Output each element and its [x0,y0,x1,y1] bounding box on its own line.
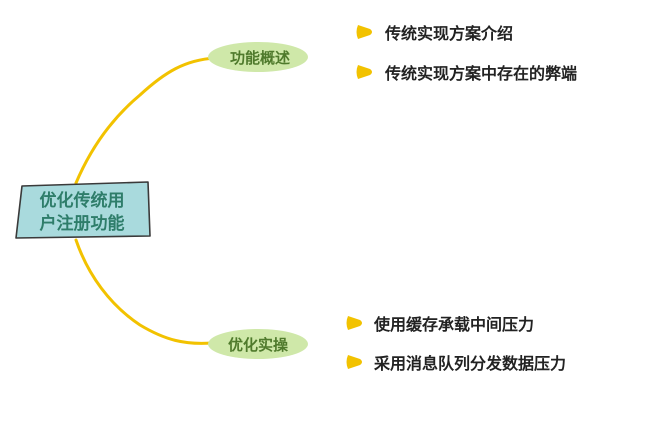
root-node-shape [15,181,151,239]
leaf-item[interactable]: 使用缓存承载中间压力 [346,315,535,334]
leaf-label: 采用消息队列分发数据压力 [373,354,566,373]
connector-root-to-branch-2 [74,238,214,345]
leaf-label: 使用缓存承载中间压力 [373,315,534,334]
leaf-label: 传统实现方案介绍 [384,24,513,43]
branch-node-1[interactable]: 功能概述 [208,42,308,72]
root-label-line1: 优化传统用 [40,190,125,211]
branch-node-1-shape [208,42,308,72]
branch-1-label: 功能概述 [230,49,290,67]
root-label-line2: 户注册功能 [40,213,125,234]
connector-root-to-branch-1 [74,56,217,185]
leaf-item[interactable]: 传统实现方案中存在的弊端 [356,64,578,83]
bullet-icon [346,355,362,369]
branch-node-2[interactable]: 优化实操 [208,329,308,359]
bullet-icon [356,65,372,79]
leaf-item[interactable]: 采用消息队列分发数据压力 [346,354,567,373]
bullet-icon [346,316,362,330]
leaf-item[interactable]: 传统实现方案介绍 [356,24,514,43]
branch-node-2-shape [208,329,308,359]
root-node[interactable]: 优化传统用 户注册功能 [15,181,151,239]
bullet-icon [356,25,372,39]
branch-2-label: 优化实操 [228,336,289,354]
leaf-label: 传统实现方案中存在的弊端 [384,64,577,83]
